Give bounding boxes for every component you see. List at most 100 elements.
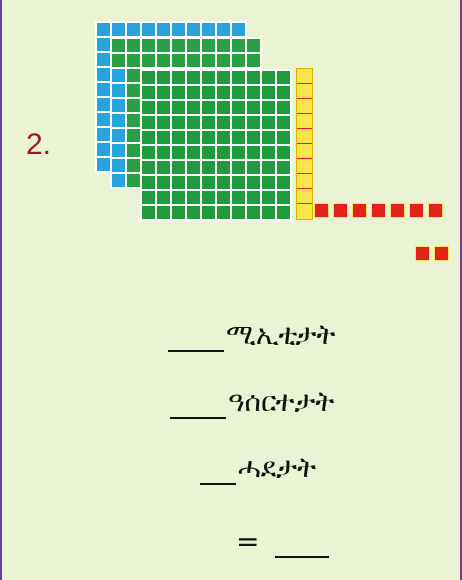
grid-cell — [201, 38, 216, 53]
total-blank[interactable] — [275, 532, 330, 558]
grid-cell — [156, 205, 171, 220]
problem-number: 2. — [26, 128, 52, 161]
grid-cell — [111, 68, 126, 83]
grid-cell — [276, 115, 291, 130]
equals-sign: = — [236, 525, 260, 558]
grid-cell — [216, 190, 231, 205]
unit-cube — [333, 203, 348, 218]
grid-cell — [126, 83, 141, 98]
grid-cell — [156, 175, 171, 190]
ones-answer-line: ሓደታት — [200, 451, 316, 485]
grid-cell — [186, 22, 201, 37]
grid-cell — [261, 100, 276, 115]
grid-cell — [276, 190, 291, 205]
grid-cell — [231, 130, 246, 145]
grid-cell — [276, 85, 291, 100]
unit-cube — [352, 203, 367, 218]
grid-cell — [231, 22, 246, 37]
hundreds-blank[interactable] — [168, 326, 224, 352]
grid-cell — [141, 205, 156, 220]
grid-cell — [156, 70, 171, 85]
grid-cell — [186, 53, 201, 68]
grid-cell — [216, 38, 231, 53]
grid-cell — [261, 175, 276, 190]
grid-cell — [111, 83, 126, 98]
grid-cell — [216, 53, 231, 68]
grid-cell — [201, 130, 216, 145]
grid-cell — [261, 85, 276, 100]
grid-cell — [126, 143, 141, 158]
grid-cell — [231, 205, 246, 220]
grid-cell — [156, 115, 171, 130]
grid-cell — [186, 70, 201, 85]
grid-cell — [171, 70, 186, 85]
grid-cell — [171, 190, 186, 205]
grid-cell — [246, 38, 261, 53]
grid-cell — [201, 85, 216, 100]
grid-cell — [111, 98, 126, 113]
rod-segment — [297, 69, 312, 84]
grid-cell — [216, 22, 231, 37]
rod-segment — [297, 144, 312, 159]
grid-cell — [201, 160, 216, 175]
grid-cell — [246, 100, 261, 115]
grid-cell — [216, 205, 231, 220]
grid-cell — [141, 175, 156, 190]
grid-cell — [126, 128, 141, 143]
hundred-flat-front — [140, 69, 292, 221]
grid-cell — [246, 160, 261, 175]
rod-segment — [297, 129, 312, 144]
total-answer-line: = — [236, 525, 331, 558]
grid-cell — [261, 115, 276, 130]
grid-cell — [96, 97, 111, 112]
tens-label: ዓሰርተታት — [228, 385, 335, 418]
grid-cell — [216, 85, 231, 100]
grid-cell — [111, 38, 126, 53]
grid-cell — [231, 160, 246, 175]
grid-cell — [141, 190, 156, 205]
grid-cell — [141, 100, 156, 115]
tens-blank[interactable] — [170, 393, 226, 419]
grid-cell — [111, 158, 126, 173]
grid-cell — [126, 113, 141, 128]
grid-cell — [246, 145, 261, 160]
grid-cell — [216, 160, 231, 175]
grid-cell — [201, 190, 216, 205]
ones-row-bottom — [415, 246, 449, 261]
grid-cell — [186, 190, 201, 205]
unit-cube — [434, 246, 449, 261]
ones-blank[interactable] — [200, 459, 236, 485]
grid-cell — [186, 100, 201, 115]
grid-cell — [96, 112, 111, 127]
grid-cell — [141, 38, 156, 53]
grid-cell — [261, 145, 276, 160]
grid-cell — [201, 115, 216, 130]
ones-label: ሓደታት — [238, 451, 317, 484]
rod-segment — [297, 204, 312, 219]
grid-cell — [96, 127, 111, 142]
grid-cell — [261, 205, 276, 220]
grid-cell — [171, 100, 186, 115]
grid-cell — [246, 175, 261, 190]
grid-cell — [231, 175, 246, 190]
grid-cell — [216, 130, 231, 145]
grid-cell — [141, 85, 156, 100]
grid-cell — [156, 145, 171, 160]
grid-cell — [201, 175, 216, 190]
grid-cell — [246, 70, 261, 85]
grid-cell — [156, 160, 171, 175]
ones-row-top — [314, 203, 443, 218]
grid-cell — [96, 142, 111, 157]
grid-cell — [246, 53, 261, 68]
grid-cell — [156, 85, 171, 100]
grid-cell — [171, 130, 186, 145]
ten-rod — [296, 68, 313, 220]
grid-cell — [231, 70, 246, 85]
grid-cell — [276, 70, 291, 85]
grid-cell — [126, 38, 141, 53]
grid-cell — [276, 130, 291, 145]
grid-cell — [96, 67, 111, 82]
grid-cell — [171, 85, 186, 100]
grid-cell — [141, 160, 156, 175]
rod-segment — [297, 84, 312, 99]
